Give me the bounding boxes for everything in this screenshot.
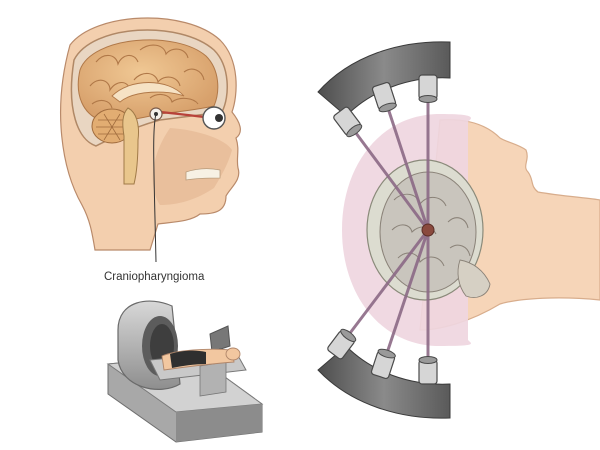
gantry-arc-top bbox=[317, 41, 451, 117]
label-leader-line bbox=[153, 113, 157, 263]
scanner-icon bbox=[106, 300, 264, 443]
eye-icon bbox=[202, 106, 226, 130]
face-tissue bbox=[152, 128, 232, 205]
radiosurgery-section bbox=[317, 41, 600, 419]
tumor-label: Craniopharyngioma bbox=[104, 271, 205, 283]
brain-folds bbox=[89, 44, 205, 109]
patient-icon bbox=[161, 347, 241, 371]
radiation-beams bbox=[339, 87, 430, 372]
cerebellum bbox=[91, 108, 133, 144]
corpus-callosum bbox=[111, 82, 185, 103]
target-tumor-icon bbox=[421, 223, 435, 237]
teeth bbox=[185, 168, 221, 181]
collimator-icon bbox=[327, 74, 438, 385]
gantry-arc-bottom bbox=[317, 345, 451, 419]
brainstem bbox=[122, 107, 139, 185]
head-section bbox=[60, 17, 241, 263]
